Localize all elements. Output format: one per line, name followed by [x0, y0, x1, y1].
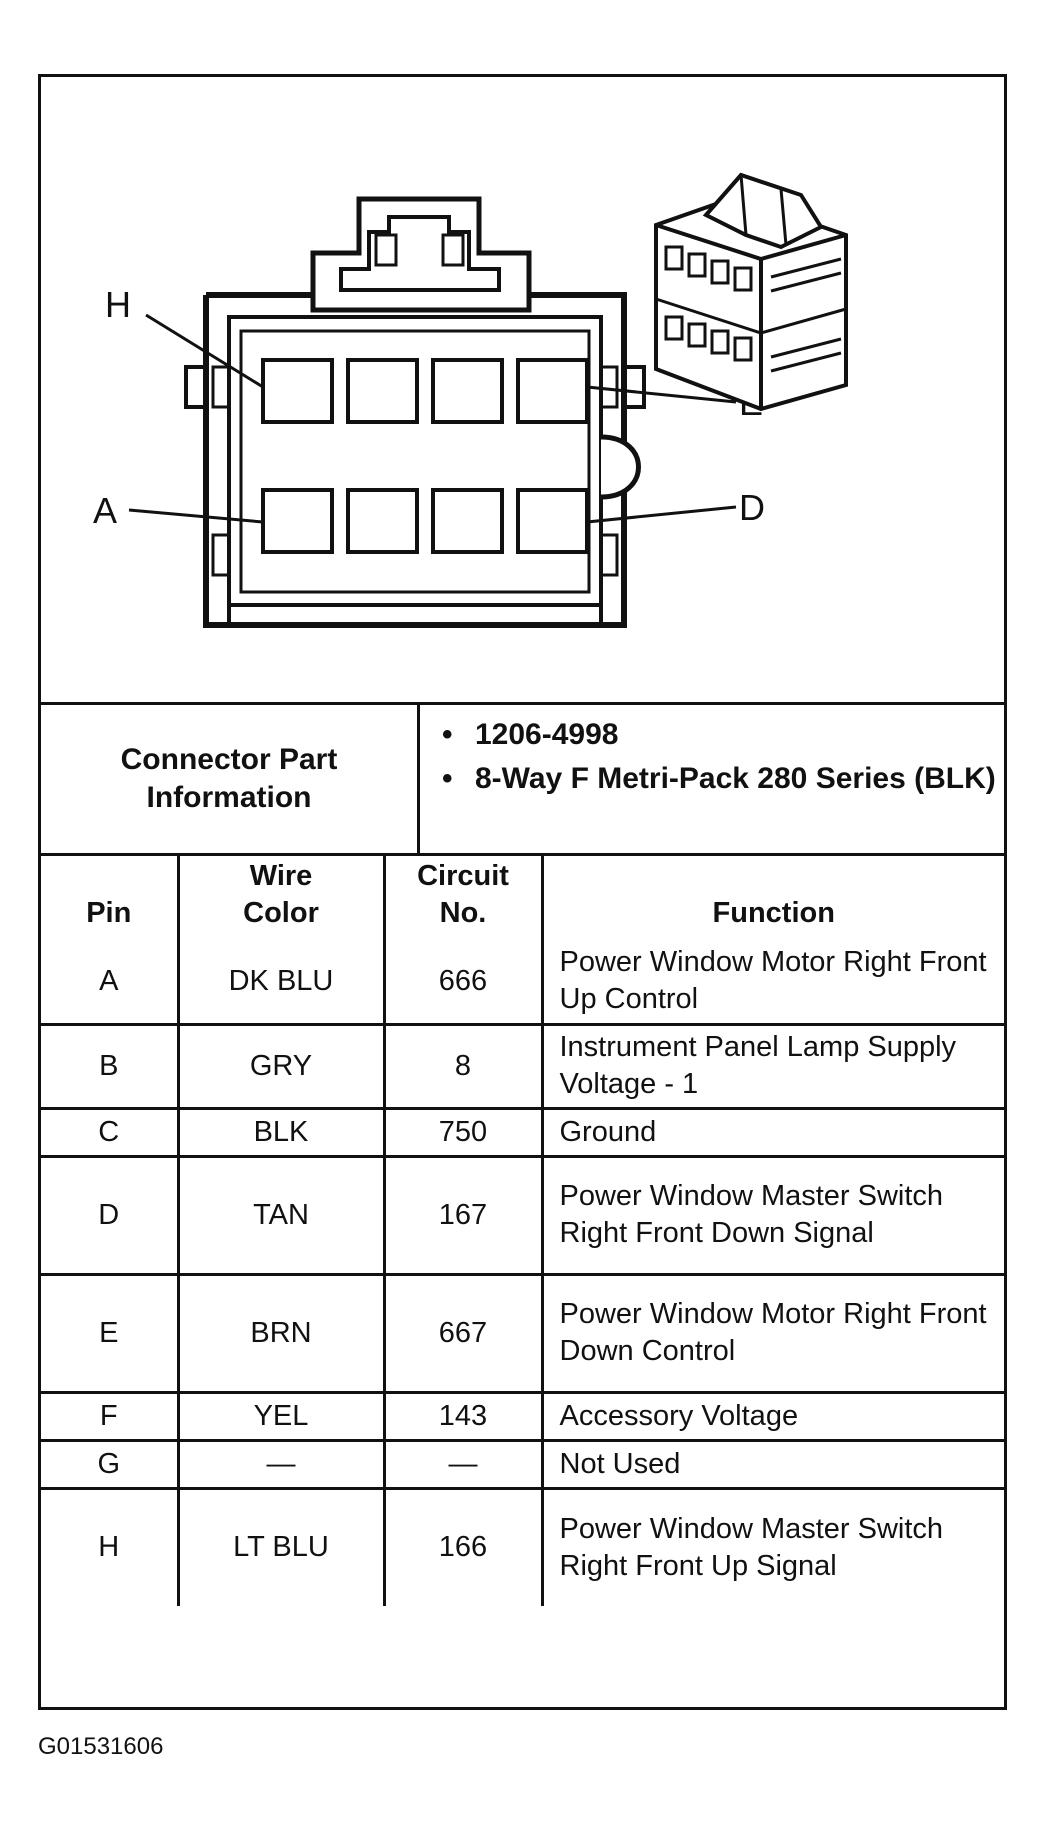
pin-cell: D — [41, 1154, 180, 1276]
cavity-f — [431, 358, 504, 424]
function-cell: Power Window Motor Right Front Down Cont… — [540, 1272, 1004, 1394]
connector-diagram-area: H E A D — [41, 77, 1004, 705]
connector-body — [184, 196, 646, 628]
pin-cell: A — [41, 940, 180, 1026]
header-wire-color: Wire Color — [176, 856, 386, 940]
pin-label-h: H — [105, 284, 131, 325]
wire-color-cell: TAN — [176, 1154, 386, 1276]
connector-face-diagram: H E A D — [93, 172, 848, 628]
circuit-cell: — — [382, 1438, 544, 1490]
cavity-h — [261, 358, 334, 424]
table-row: E BRN 667 Power Window Motor Right Front… — [41, 1272, 1004, 1394]
table-row: H LT BLU 166 Power Window Master Switch … — [41, 1486, 1004, 1606]
connector-part-info-label: Connector Part Information — [41, 705, 420, 853]
circuit-cell: 166 — [382, 1486, 544, 1606]
cavity-e — [516, 358, 589, 424]
function-cell: Ground — [540, 1106, 1004, 1158]
pin-cavities — [261, 358, 589, 554]
function-cell: Power Window Master Switch Right Front U… — [540, 1486, 1004, 1606]
function-cell: Accessory Voltage — [540, 1390, 1004, 1442]
pin-cell: H — [41, 1486, 180, 1606]
table-row: F YEL 143 Accessory Voltage — [41, 1390, 1004, 1442]
table-row: G — — Not Used — [41, 1438, 1004, 1490]
cavity-g — [346, 358, 419, 424]
pin-leader-lines — [128, 313, 737, 524]
cavity-b — [346, 488, 419, 554]
header-pin: Pin — [41, 856, 180, 940]
connector-part-info: Connector Part Information 1206-4998 8-W… — [41, 705, 1004, 856]
header-circuit-no: Circuit No. — [382, 856, 544, 940]
pin-cell: G — [41, 1438, 180, 1490]
wire-color-cell: BRN — [176, 1272, 386, 1394]
pin-label-d: D — [739, 487, 765, 528]
function-cell: Power Window Master Switch Right Front D… — [540, 1154, 1004, 1276]
function-cell: Not Used — [540, 1438, 1004, 1490]
pin-cell: E — [41, 1272, 180, 1394]
connector-type: 8-Way F Metri-Pack 280 Series (BLK) — [420, 761, 1004, 797]
wire-color-cell: YEL — [176, 1390, 386, 1442]
table-row: D TAN 167 Power Window Master Switch Rig… — [41, 1154, 1004, 1276]
circuit-cell: 667 — [382, 1272, 544, 1394]
pin-label-a: A — [93, 490, 117, 531]
wire-color-cell: GRY — [176, 1022, 386, 1110]
cavity-c — [431, 488, 504, 554]
connector-isometric-view — [654, 172, 848, 412]
circuit-cell: 143 — [382, 1390, 544, 1442]
table-row: A DK BLU 666 Power Window Motor Right Fr… — [41, 940, 1004, 1026]
wire-color-cell: BLK — [176, 1106, 386, 1158]
wire-color-cell: LT BLU — [176, 1486, 386, 1606]
pin-cell: F — [41, 1390, 180, 1442]
cavity-d — [516, 488, 589, 554]
part-number: 1206-4998 — [420, 717, 1004, 753]
pin-function-table: Pin Wire Color Circuit No. Function A DK… — [41, 856, 1004, 1606]
cavity-a — [261, 488, 334, 554]
circuit-cell: 750 — [382, 1106, 544, 1158]
connector-figure-frame: H E A D — [38, 74, 1007, 1710]
table-row: B GRY 8 Instrument Panel Lamp Supply Vol… — [41, 1022, 1004, 1110]
table-row: C BLK 750 Ground — [41, 1106, 1004, 1158]
wire-color-cell: DK BLU — [176, 940, 386, 1026]
connector-part-info-list: 1206-4998 8-Way F Metri-Pack 280 Series … — [420, 705, 1004, 853]
circuit-cell: 666 — [382, 940, 544, 1026]
pin-cell: B — [41, 1022, 180, 1110]
pin-cell: C — [41, 1106, 180, 1158]
document-id: G01531606 — [38, 1733, 164, 1760]
circuit-cell: 167 — [382, 1154, 544, 1276]
wire-color-cell: — — [176, 1438, 386, 1490]
function-cell: Instrument Panel Lamp Supply Voltage - 1 — [540, 1022, 1004, 1110]
circuit-cell: 8 — [382, 1022, 544, 1110]
function-cell: Power Window Motor Right Front Up Contro… — [540, 940, 1004, 1026]
header-function: Function — [540, 856, 1004, 940]
